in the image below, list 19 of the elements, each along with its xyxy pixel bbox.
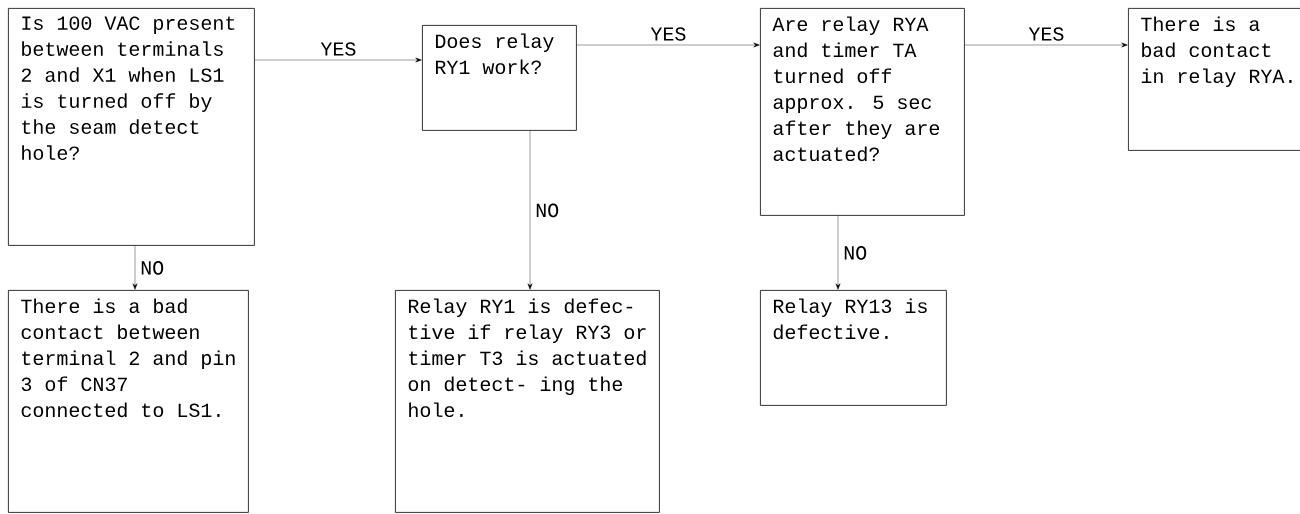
result-box: Relay RY1 is defec- tive if relay RY3 or timer T3 is actuated on detect- ing the hole. bbox=[395, 290, 660, 513]
result-box: There is a bad contact in relay RYA. bbox=[1128, 8, 1300, 151]
arrow bbox=[835, 215, 841, 290]
edge-label: YES bbox=[649, 26, 688, 42]
decision-box: Is 100 VAC present between terminals 2 and X1 when LS1 is turned off by the seam detect hole? bbox=[8, 8, 255, 246]
result-box: Relay RY13 is defective. bbox=[760, 290, 947, 406]
arrow bbox=[132, 245, 138, 290]
arrow bbox=[527, 130, 533, 290]
edge-label: YES bbox=[319, 41, 358, 57]
edge-label: YES bbox=[1027, 26, 1066, 42]
edge-label: NO bbox=[534, 202, 561, 219]
arrow bbox=[254, 57, 422, 63]
decision-box: Does relay RY1 work? bbox=[422, 25, 577, 131]
edge-label: NO bbox=[139, 260, 166, 276]
arrow bbox=[576, 42, 760, 48]
edge-label: NO bbox=[842, 245, 869, 261]
result-box: There is a bad contact between terminal 2 and pin 3 of CN37 connected to LS1. bbox=[8, 290, 249, 513]
decision-box: Are relay RYA and timer TA turned off approx. 5 sec after they are actuated? bbox=[760, 8, 965, 216]
arrow bbox=[964, 42, 1128, 48]
